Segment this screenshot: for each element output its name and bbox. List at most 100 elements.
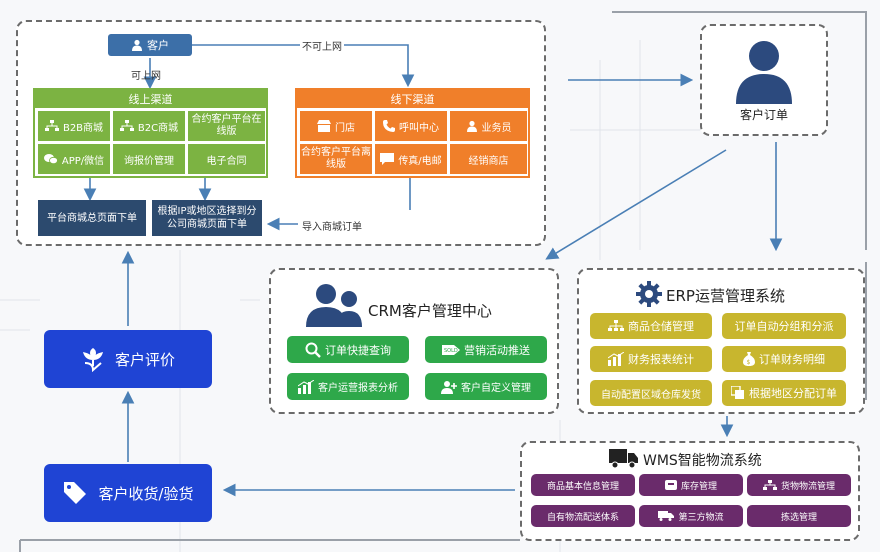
offline-cell-dealer[interactable]: 经销商店 — [450, 144, 527, 174]
third-party-logistics-button[interactable]: 第三方物流 — [639, 505, 743, 527]
wms-button-label: 商品基本信息管理 — [546, 481, 619, 492]
tag-icon — [62, 480, 88, 506]
store-icon — [317, 120, 331, 132]
chart-up-icon — [298, 379, 314, 394]
wms-title: WMS智能物流系统 — [643, 453, 762, 469]
import-orders-label: 导入商城订单 — [302, 222, 362, 233]
money-bag-icon: $ — [743, 352, 755, 366]
offline-cell-label: 呼叫中心 — [399, 122, 439, 134]
offline-channel-group: 线下渠道 门店 呼叫中心 业务员 合约客户平台离线版 传真/电邮 经销商店 — [295, 88, 530, 178]
flower-icon — [81, 346, 105, 372]
order-total-page-box: 平台商城总页面下单 — [38, 200, 146, 236]
offline-channel-title: 线下渠道 — [297, 90, 528, 108]
online-channel-title: 线上渠道 — [35, 90, 266, 108]
hierarchy-icon — [608, 320, 624, 332]
customer-report-button[interactable]: 客户运营报表分析 — [287, 373, 409, 400]
order-quick-query-button[interactable]: 订单快捷查询 — [287, 336, 409, 363]
region-assign-button[interactable]: 根据地区分配订单 — [722, 380, 846, 406]
sold-tag-icon: SOLD — [442, 343, 460, 357]
offline-cell-label: 门店 — [335, 122, 355, 134]
offline-cell-contract[interactable]: 合约客户平台离线版 — [300, 144, 372, 174]
network-icon — [44, 120, 59, 132]
inventory-button[interactable]: 库存管理 — [639, 474, 743, 496]
online-cell-b2c[interactable]: B2C商城 — [113, 111, 185, 141]
chat-icon — [380, 153, 395, 165]
wms-button-label: 第三方物流 — [678, 512, 724, 523]
online-cell-label: B2C商城 — [137, 122, 179, 134]
wms-button-label: 货物物流管理 — [780, 481, 835, 492]
svg-text:$: $ — [747, 359, 751, 366]
customer-order-icon — [730, 36, 798, 104]
goods-storage-button[interactable]: 商品仓储管理 — [590, 313, 712, 339]
own-delivery-button[interactable]: 自有物流配送体系 — [531, 505, 635, 527]
crm-button-label: 营销活动推送 — [464, 343, 530, 357]
offline-cell-store[interactable]: 门店 — [300, 111, 372, 141]
auto-group-button[interactable]: 订单自动分组和分派 — [722, 313, 846, 339]
wms-button-label: 自有物流配送体系 — [546, 512, 619, 523]
svg-text:SOLD: SOLD — [444, 348, 458, 354]
offline-cell-label: 业务员 — [481, 122, 512, 134]
chart-up-icon — [608, 352, 624, 366]
network-icon — [119, 120, 134, 132]
truck-icon — [658, 511, 675, 521]
hierarchy-icon — [762, 480, 777, 490]
wechat-icon — [43, 153, 58, 165]
customer-review-button[interactable]: 客户评价 — [44, 330, 212, 388]
offline-cell-sales[interactable]: 业务员 — [450, 111, 527, 141]
online-cell-label: B2B商城 — [62, 122, 104, 134]
cannot-online-label: 不可上网 — [300, 38, 344, 53]
customer-receipt-button[interactable]: 客户收货/验货 — [44, 464, 212, 522]
erp-button-label: 订单财务明细 — [759, 353, 825, 366]
customer-custom-button[interactable]: 客户自定义管理 — [425, 373, 547, 400]
offline-cell-label: 经销商店 — [468, 155, 509, 167]
offline-cell-label: 传真/电邮 — [398, 155, 442, 167]
picking-button[interactable]: 拣选管理 — [747, 505, 851, 527]
crm-button-label: 客户运营报表分析 — [318, 383, 398, 394]
search-icon — [305, 342, 321, 358]
erp-button-label: 商品仓储管理 — [628, 320, 694, 333]
crm-button-label: 客户自定义管理 — [461, 383, 531, 394]
customer-label: 客户 — [147, 39, 169, 52]
wms-button-label: 拣选管理 — [780, 512, 817, 523]
auto-warehouse-button[interactable]: 自动配置区域仓库发货 — [590, 380, 712, 406]
online-cell-label: 电子合同 — [206, 155, 247, 167]
erp-button-label: 订单自动分组和分派 — [734, 320, 834, 333]
crm-title: CRM客户管理中心 — [368, 302, 492, 320]
offline-cell-callcenter[interactable]: 呼叫中心 — [375, 111, 447, 141]
copy-icon — [731, 386, 745, 400]
online-cell-app[interactable]: APP/微信 — [38, 144, 110, 174]
order-branch-page-box: 根据IP或地区选择到分公司商城页面下单 — [152, 200, 262, 236]
person-icon — [131, 39, 143, 51]
wms-button-label: 库存管理 — [680, 481, 717, 492]
erp-button-label: 根据地区分配订单 — [749, 387, 837, 400]
online-channel-group: 线上渠道 B2B商城 B2C商城 合约客户平台在线版 APP/微信 询报价管理 … — [33, 88, 268, 178]
online-cell-label: 合约客户平台在线版 — [191, 114, 262, 137]
online-cell-contract[interactable]: 合约客户平台在线版 — [188, 111, 265, 141]
online-cell-label: APP/微信 — [61, 155, 105, 167]
finance-report-button[interactable]: 财务报表统计 — [590, 346, 712, 372]
online-cell-b2b[interactable]: B2B商城 — [38, 111, 110, 141]
order-finance-button[interactable]: $ 订单财务明细 — [722, 346, 846, 372]
online-cell-contract-e[interactable]: 电子合同 — [188, 144, 265, 174]
customer-node: 客户 — [108, 34, 192, 56]
users-icon — [306, 283, 364, 327]
online-cell-quote[interactable]: 询报价管理 — [113, 144, 185, 174]
customer-order-label: 客户订单 — [739, 108, 788, 122]
cargo-logistics-button[interactable]: 货物物流管理 — [747, 474, 851, 496]
marketing-push-button[interactable]: SOLD 营销活动推送 — [425, 336, 547, 363]
gear-icon — [636, 281, 662, 307]
goods-info-button[interactable]: 商品基本信息管理 — [531, 474, 635, 496]
customer-review-label: 客户评价 — [114, 350, 175, 369]
erp-button-label: 财务报表统计 — [628, 353, 694, 366]
offline-cell-label: 合约客户平台离线版 — [301, 147, 371, 170]
online-cell-label: 询报价管理 — [124, 155, 174, 167]
phone-icon — [383, 120, 395, 132]
erp-button-label: 自动配置区域仓库发货 — [601, 389, 701, 401]
crm-button-label: 订单快捷查询 — [325, 343, 391, 357]
customer-receipt-label: 客户收货/验货 — [98, 484, 194, 503]
offline-cell-fax[interactable]: 传真/电邮 — [375, 144, 447, 174]
can-online-label: 可上网 — [131, 71, 161, 82]
add-user-icon — [441, 380, 457, 394]
